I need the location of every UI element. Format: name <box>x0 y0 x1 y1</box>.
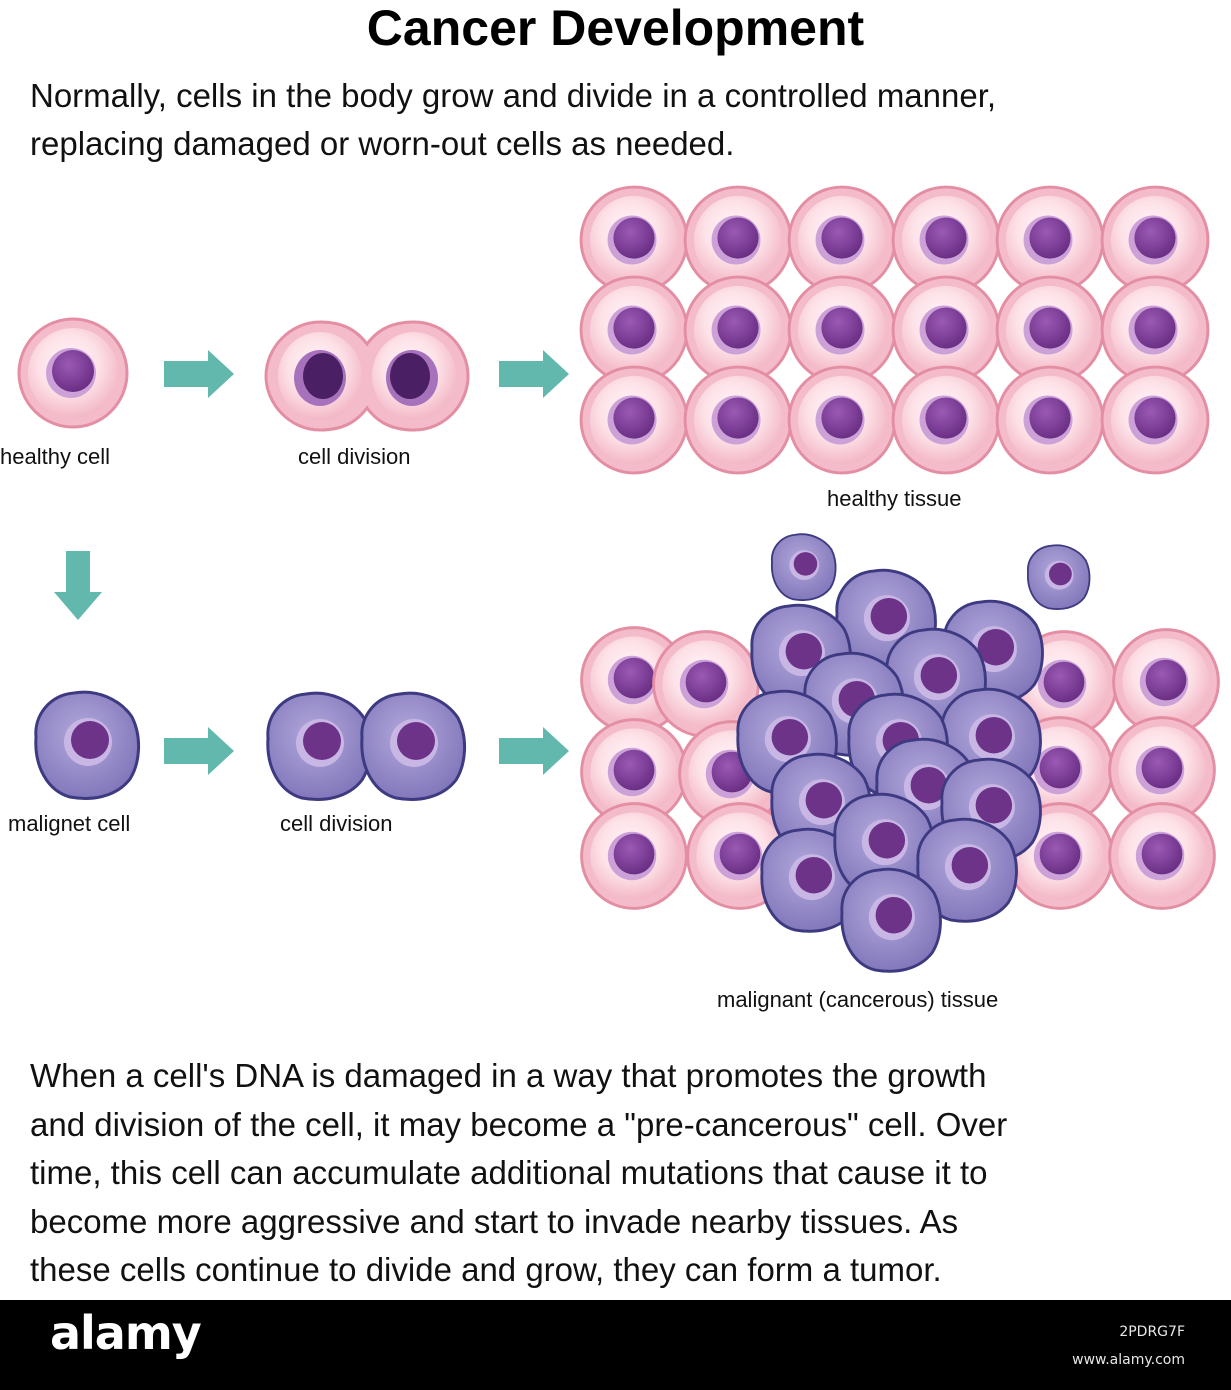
malignant-cell-division-illustration <box>266 691 467 801</box>
page-title: Cancer Development <box>366 0 865 56</box>
healthy-tissue-label: healthy tissue <box>827 486 962 511</box>
healthy-tissue-illustration <box>579 185 1210 475</box>
healthy-tissue-cell <box>1100 365 1210 475</box>
healthy-cell-division-illustration <box>264 320 470 432</box>
arrow-right-icon <box>164 727 234 775</box>
healthy-tissue-cell <box>579 365 689 475</box>
outro-line: and division of the cell, it may become … <box>30 1105 1008 1143</box>
outro-line: become more aggressive and start to inva… <box>30 1202 959 1240</box>
malignant-tissue-illustration <box>580 533 1220 973</box>
outro-paragraph: When a cell's DNA is damaged in a way th… <box>30 1052 1225 1295</box>
site-url: www.alamy.com <box>1072 1352 1185 1368</box>
malignant-tissue-label: malignant (cancerous) tissue <box>717 987 999 1012</box>
healthy-cell-label: healthy cell <box>0 444 111 469</box>
tissue-malignant-cell <box>840 867 942 973</box>
outro-line: When a cell's DNA is damaged in a way th… <box>30 1057 987 1094</box>
cancer-development-diagram <box>17 185 1220 973</box>
cell-division-label-top: cell division <box>298 444 411 469</box>
outro-line: these cells continue to divide and grow,… <box>30 1251 942 1288</box>
watermark-footer: alamy 2PDRG7F www.alamy.com <box>0 1300 1231 1390</box>
image-id: 2PDRG7F <box>1119 1324 1185 1340</box>
arrow-right-icon <box>164 350 234 398</box>
tissue-malignant-cell <box>1026 544 1091 610</box>
arrow-right-icon <box>499 350 569 398</box>
healthy-tissue-cell <box>683 365 793 475</box>
brand-logo: alamy <box>50 1306 202 1360</box>
intro-line: Normally, cells in the body grow and div… <box>30 77 997 114</box>
arrow-down-icon <box>54 551 102 620</box>
malignant-cell-label: malignet cell <box>8 811 131 836</box>
cell-division-label-bottom: cell division <box>280 811 393 836</box>
intro-paragraph: Normally, cells in the body grow and div… <box>30 72 1220 168</box>
tissue-healthy-cell <box>1108 802 1216 910</box>
healthy-tissue-cell <box>787 365 897 475</box>
intro-line: replacing damaged or worn-out cells as n… <box>30 125 735 162</box>
arrow-right-icon <box>499 727 569 775</box>
healthy-tissue-cell <box>995 365 1105 475</box>
outro-line: time, this cell can accumulate additiona… <box>30 1154 988 1191</box>
healthy-cell-illustration <box>17 317 129 429</box>
malignant-cell-illustration <box>34 690 141 800</box>
tissue-malignant-cell <box>770 533 837 602</box>
healthy-tissue-cell <box>891 365 1001 475</box>
tissue-healthy-cell <box>580 802 688 910</box>
